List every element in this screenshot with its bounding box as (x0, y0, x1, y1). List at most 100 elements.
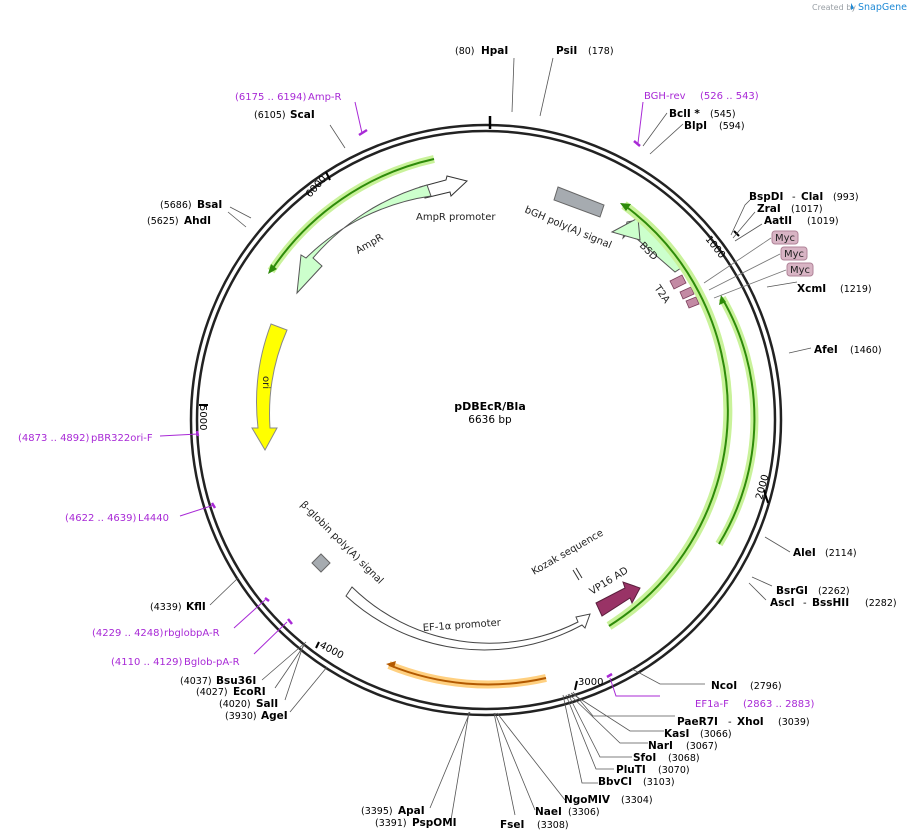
primer-range-l4440: (4622 .. 4639) (65, 513, 137, 524)
enzyme-name-kfli: KflI (186, 601, 206, 613)
plasmid-size: 6636 bp (468, 414, 512, 426)
orf-arrow-orange (386, 661, 547, 689)
enzyme-name-ecori: EcoRI (233, 686, 266, 698)
kozak-marker (572, 567, 583, 581)
enzyme-pos-sfoi: (3068) (668, 753, 700, 764)
enzyme-pos-afei: (1460) (850, 345, 882, 356)
primer-name-l4440: L4440 (138, 513, 169, 524)
enzyme-name-hpai: HpaI (481, 45, 508, 57)
enzyme-pos-clai: (993) (833, 192, 859, 203)
enzyme-pos-scai: (6105) (254, 110, 286, 121)
enzyme-pos-kfli: (4339) (150, 602, 182, 613)
bgh-polyA-box (553, 186, 605, 218)
enzyme-pos-agei: (3930) (225, 711, 257, 722)
tick-label-6000: 6000 (304, 174, 329, 200)
enzyme-pos-bsrgi: (2262) (818, 586, 850, 597)
enzyme-name-clai: ClaI (801, 191, 823, 203)
enzyme-name-ngomiv: NgoMIV (564, 794, 611, 806)
enzyme-name-ncoi: NcoI (711, 680, 737, 692)
primer-name-bglob-pa-r: Bglob-pA-R (184, 657, 240, 668)
primer-marks (195, 128, 641, 679)
myc-leader-lines (703, 237, 787, 299)
primer-name-pbr322ori-f: pBR322ori-F (91, 433, 153, 444)
enzyme-name-aatii: AatII (764, 215, 792, 227)
enzyme-pos-pluti: (3070) (658, 765, 690, 776)
orf-arrow-bsd-vp16 (606, 201, 733, 630)
enzyme-name-asci: AscI (770, 597, 795, 609)
tick-label-1000: 1000 (703, 234, 727, 261)
enzyme-name-scai: ScaI (290, 109, 315, 121)
bglobin-polyA-box (311, 553, 331, 573)
enzyme-pos-kasi: (3066) (700, 729, 732, 740)
enzyme-name-pluti: PluTI (616, 764, 646, 776)
enzyme-name-fsei: FseI (500, 819, 524, 831)
enzyme-name-bsrgi: BsrGI (776, 585, 808, 597)
credit-brand: SnapGene (858, 2, 907, 13)
enzyme-pos-pspomi: (3391) (375, 818, 407, 829)
enzyme-name-bbvci: BbvCI (598, 776, 632, 788)
ampr-promoter-label: AmpR promoter (416, 212, 496, 223)
enzyme-name-xhoi: XhoI (737, 716, 764, 728)
enzyme-pos-ngomiv: (3304) (621, 795, 653, 806)
backbone-outer (189, 123, 783, 717)
enzyme-sep-clai: - (792, 192, 796, 203)
enzyme-pos-ncoi: (2796) (750, 681, 782, 692)
primer-range-rbglobpa-r: (4229 .. 4248) (92, 628, 164, 639)
ampr-label: AmpR (354, 232, 385, 256)
t2a-arrows (669, 274, 700, 309)
primer-range-bgh-rev: (526 .. 543) (700, 91, 759, 102)
primer-name-bgh-rev: BGH-rev (644, 91, 686, 102)
enzyme-pos-bsshii: (2282) (865, 598, 897, 609)
enzyme-pos-nari: (3067) (686, 741, 718, 752)
ori-feature-arrow (251, 323, 288, 452)
enzyme-pos-bsai: (5686) (160, 200, 192, 211)
myc-label-2: Myc (784, 249, 804, 260)
enzyme-name-apai: ApaI (398, 805, 425, 817)
enzyme-pos-bcli: (545) (710, 109, 736, 120)
enzyme-name-bcli: BclI * (669, 108, 700, 120)
myc-label-1: Myc (775, 233, 795, 244)
enzyme-name-pspomi: PspOMI (412, 817, 457, 829)
primer-name-rbglobpa-r: rbglobpA-R (164, 628, 220, 639)
enzyme-name-paer7i: PaeR7I (677, 716, 718, 728)
enzyme-name-bsai: BsaI (197, 199, 222, 211)
myc-badge-1: Myc (771, 230, 799, 245)
credit-text: Created by (812, 3, 856, 12)
enzyme-pos-xcmi: (1219) (840, 284, 872, 295)
plasmid-name: pDBEcR/Bla (454, 400, 526, 413)
enzyme-name-sali: SalI (256, 698, 278, 710)
ori-label: ori (260, 376, 271, 389)
tick-label-3000: 3000 (578, 677, 603, 688)
enzyme-name-kasi: KasI (664, 728, 689, 740)
enzyme-sep-xhoi: - (728, 717, 732, 728)
enzyme-pos-fsei: (3308) (537, 820, 569, 831)
tick-label-2000: 2000 (754, 473, 771, 500)
enzyme-pos-aatii: (1019) (807, 216, 839, 227)
enzyme-name-afei: AfeI (814, 344, 838, 356)
enzyme-leader-lines (209, 57, 812, 821)
primer-name-ampr: Amp-R (308, 92, 342, 103)
kozak-label: Kozak sequence (530, 528, 605, 578)
enzyme-pos-xhoi: (3039) (778, 717, 810, 728)
enzyme-name-xcmi: XcmI (797, 283, 826, 295)
myc-label-3: Myc (790, 265, 810, 276)
enzyme-pos-blpi: (594) (719, 121, 745, 132)
enzyme-pos-alei: (2114) (825, 548, 857, 559)
enzyme-name-bsshii: BssHII (812, 597, 849, 609)
myc-badge-3: Myc (786, 262, 814, 277)
enzyme-pos-psii: (178) (588, 46, 614, 57)
enzyme-name-bspdi: BspDI (749, 191, 783, 203)
enzyme-pos-bsu36i: (4037) (180, 676, 212, 687)
enzyme-pos-apai: (3395) (361, 806, 393, 817)
enzyme-pos-sali: (4020) (219, 699, 251, 710)
backbone-inner (195, 129, 777, 711)
bsd-arrow-head (610, 217, 641, 241)
enzyme-labels: (80) HpaI PsiI (178) BclI * (545) BlpI (… (147, 45, 897, 831)
primer-range-pbr322ori-f: (4873 .. 4892) (18, 433, 90, 444)
bglobin-label: β-globin poly(A) signal (298, 499, 385, 586)
enzyme-name-sfoi: SfoI (633, 752, 656, 764)
enzyme-pos-naei: (3306) (568, 807, 600, 818)
primer-leader-lines (159, 101, 660, 697)
orf-arrow-inner-right (715, 295, 759, 547)
enzyme-name-blpi: BlpI (684, 120, 707, 132)
